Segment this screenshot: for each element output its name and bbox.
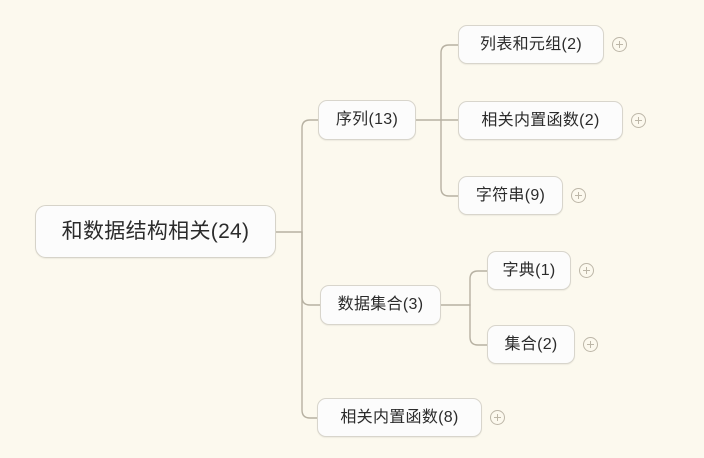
expand-plus-icon[interactable] <box>490 410 505 425</box>
mindmap-node-label: 数据集合(3) <box>337 296 424 313</box>
expand-plus-icon[interactable] <box>583 337 598 352</box>
mindmap-node-label: 相关内置函数(8) <box>340 408 459 426</box>
mindmap-link <box>301 231 318 419</box>
mindmap-node-related-builtin-functions-8[interactable]: 相关内置函数(8) <box>317 398 482 437</box>
mindmap-node-string[interactable]: 字符串(9) <box>458 176 563 215</box>
mindmap-link <box>469 304 488 346</box>
mindmap-link <box>469 270 488 306</box>
mindmap-link <box>301 119 319 233</box>
mindmap-node-label: 字典(1) <box>502 261 556 279</box>
mindmap-link <box>301 231 321 306</box>
mindmap-link <box>440 44 459 121</box>
mindmap-node-label: 和数据结构相关(24) <box>61 220 250 243</box>
mindmap-node-related-builtin-functions-2[interactable]: 相关内置函数(2) <box>458 101 623 140</box>
mindmap-node-label: 相关内置函数(2) <box>481 111 600 129</box>
mindmap-node-label: 字符串(9) <box>475 186 546 204</box>
expand-plus-icon[interactable] <box>612 37 627 52</box>
mindmap-link <box>440 119 459 197</box>
mindmap-node-dictionary[interactable]: 字典(1) <box>487 251 571 290</box>
expand-plus-icon[interactable] <box>571 188 586 203</box>
mindmap-node-root[interactable]: 和数据结构相关(24) <box>35 205 276 258</box>
mindmap-node-label: 列表和元组(2) <box>480 35 582 53</box>
mindmap-node-set[interactable]: 集合(2) <box>487 325 575 364</box>
mindmap-node-data-collection[interactable]: 数据集合(3) <box>320 285 441 325</box>
expand-plus-icon[interactable] <box>579 263 594 278</box>
mindmap-node-label: 集合(2) <box>504 335 558 353</box>
expand-plus-icon[interactable] <box>631 113 646 128</box>
mindmap-node-sequence[interactable]: 序列(13) <box>318 100 416 140</box>
mindmap-node-list-and-tuple[interactable]: 列表和元组(2) <box>458 25 604 64</box>
mindmap-node-label: 序列(13) <box>335 111 399 128</box>
